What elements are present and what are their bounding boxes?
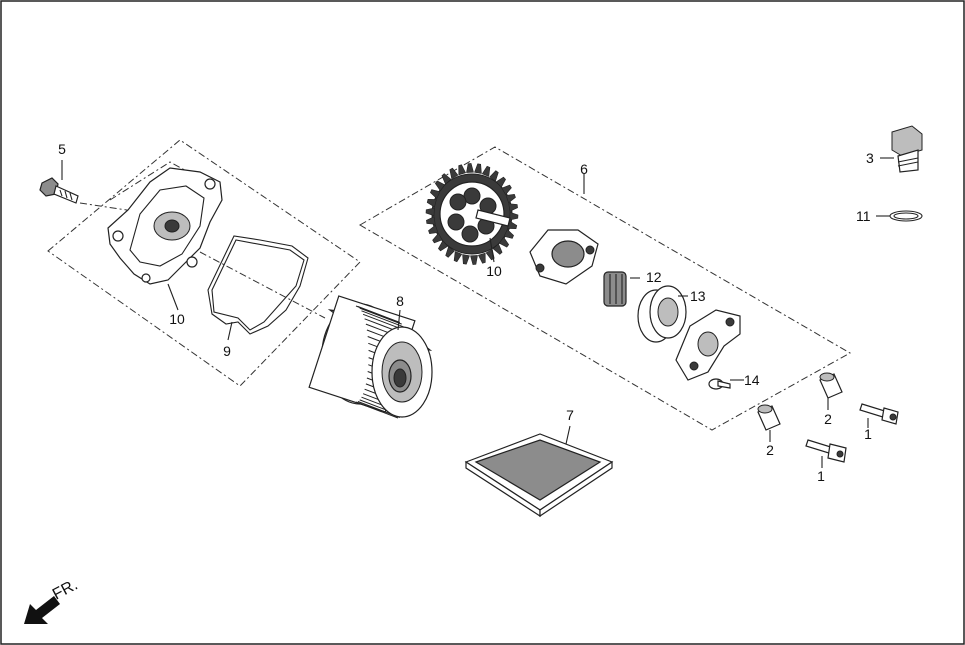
filter-guide-line: [199, 251, 326, 319]
drive-gear-part: [425, 163, 519, 265]
front-arrow-icon: [24, 596, 60, 624]
oil-filter-part: [308, 295, 433, 419]
part-label-12: 12: [646, 269, 662, 285]
part-label-2a: 2: [824, 411, 832, 427]
part-number-labels: 5 10 9 8 7 6 10 12 13 14 3 11 2 2 1 1: [58, 141, 874, 484]
drain-plug-part: [891, 125, 923, 173]
front-direction-indicator: FR.: [24, 576, 81, 624]
part-label-10: 10: [486, 263, 502, 279]
part-label-11: 11: [856, 208, 871, 224]
pump-screw-part: [708, 378, 731, 390]
cover-gasket-part: [207, 235, 309, 335]
part-label-9: 5: [58, 141, 66, 157]
part-label-3: 3: [866, 150, 874, 166]
part-label-8: 10: [169, 311, 185, 327]
leader-8: [167, 283, 179, 311]
oil-strainer-part: [464, 433, 614, 518]
part-label-6: 8: [396, 293, 404, 309]
oil-pump-group-box: [359, 146, 852, 431]
part-label-2b: 2: [766, 442, 774, 458]
pump-cover-plate-part: [675, 309, 741, 381]
leader-6: [397, 309, 401, 331]
part-label-1b: 1: [817, 468, 825, 484]
leader-7: [227, 321, 233, 341]
dowel-pin-part-right: [819, 372, 843, 399]
leader-5: [565, 425, 571, 445]
flange-bolt-part: [39, 177, 79, 204]
part-label-7: 9: [223, 343, 231, 359]
leader-lines: [61, 157, 894, 468]
bolt-guide-line: [79, 202, 161, 216]
part-label-14: 14: [744, 372, 760, 388]
part-label-4: 6: [580, 161, 588, 177]
pump-body-part: [529, 229, 599, 285]
part-label-1a: 1: [864, 426, 872, 442]
part-label-13: 13: [690, 288, 706, 304]
sealing-washer-part: [889, 210, 923, 222]
inner-rotor-part: [603, 271, 627, 307]
filter-cover-part: [107, 167, 223, 285]
dowel-pin-part-left: [757, 404, 781, 431]
part-label-5: 7: [566, 407, 574, 423]
outer-rotor-part: [637, 285, 687, 343]
socket-bolt-part-right: [859, 403, 899, 425]
cover-guide-line: [109, 161, 215, 201]
cover-group-box: [47, 139, 361, 387]
socket-bolt-part-left: [805, 439, 847, 463]
leader-10: [489, 237, 495, 263]
